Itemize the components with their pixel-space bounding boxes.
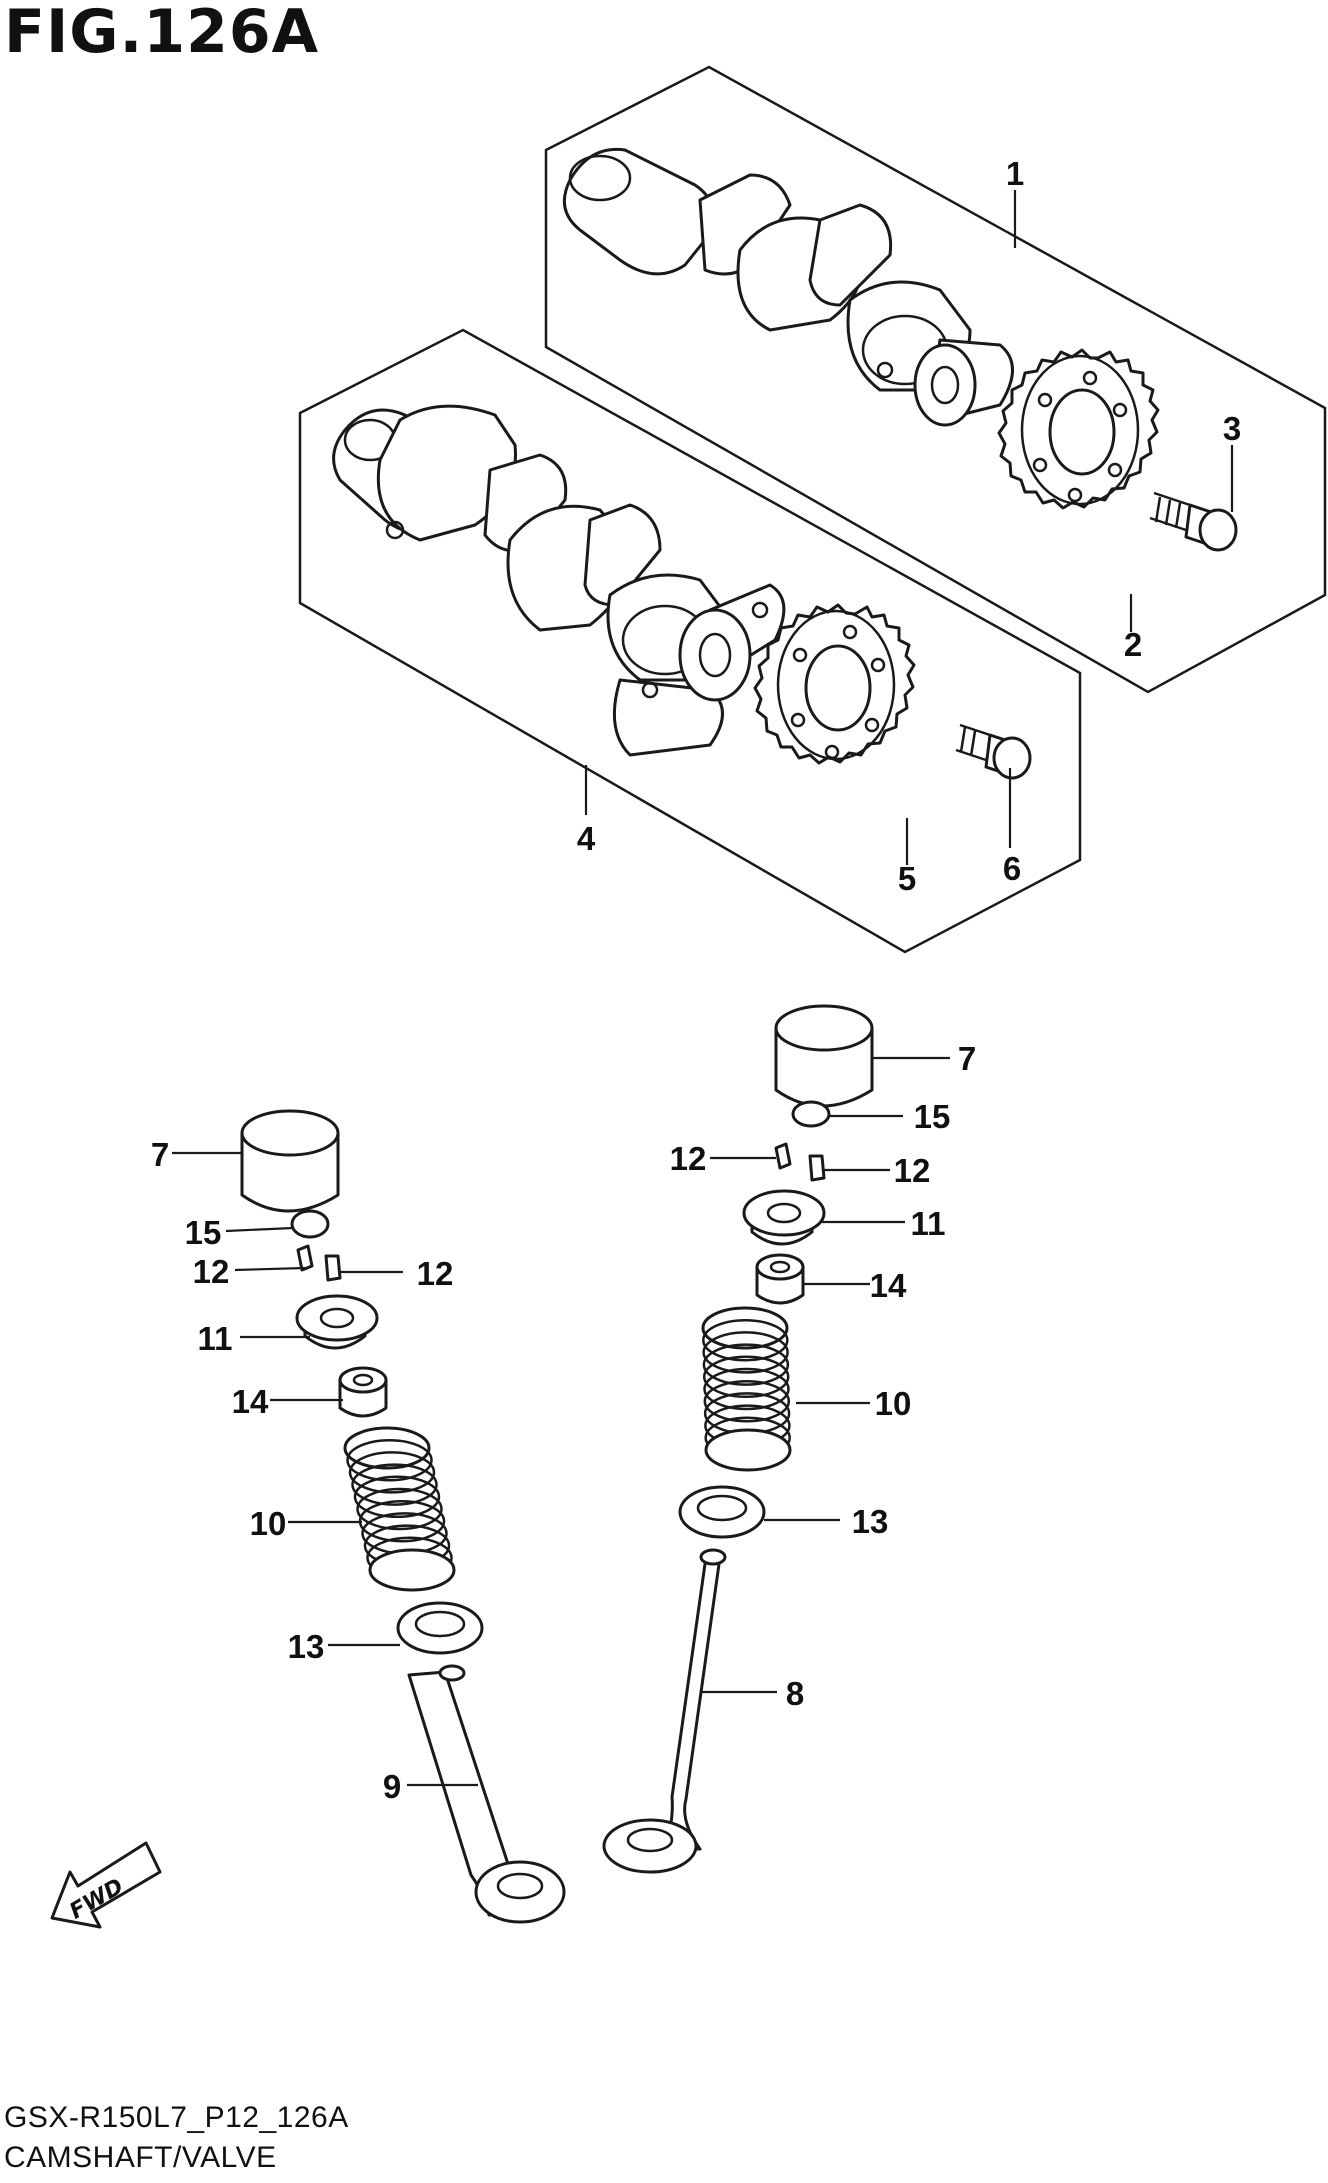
spring-coil: [702, 1343, 790, 1386]
fwd-arrow-icon: FWD: [50, 1841, 162, 1929]
valve-lifter-right: [774, 1004, 874, 1108]
seal-left: [338, 1366, 388, 1418]
camshaft-4: [332, 404, 786, 757]
callout-left-14: 14: [232, 1383, 269, 1420]
callout-right-10: 10: [875, 1385, 912, 1422]
spring-coil: [703, 1392, 791, 1435]
callout-1: 1: [1006, 155, 1024, 192]
callout-right-7: 7: [958, 1040, 976, 1077]
cam-sprocket-5: [753, 603, 916, 765]
seal-right: [755, 1253, 805, 1305]
spring-coil: [356, 1487, 443, 1531]
spring-coil: [353, 1475, 441, 1519]
cotter-right-b: [808, 1154, 826, 1182]
drawing-name: CAMSHAFT/VALVE: [4, 2141, 277, 2174]
callout-right-15: 15: [914, 1098, 951, 1135]
spring-coil: [351, 1463, 438, 1506]
valve-right: [602, 1548, 727, 1874]
callout-right-13: 13: [852, 1503, 889, 1540]
valve-left: [407, 1664, 566, 1924]
spring-coil: [368, 1548, 456, 1592]
seat-right: [678, 1485, 766, 1539]
bolt-6: [955, 723, 1032, 780]
retainer-left: [295, 1294, 379, 1350]
callout-left-11: 11: [198, 1320, 233, 1357]
drawing-code: GSX-R150L7_P12_126A: [4, 2101, 349, 2134]
shim-left: [290, 1209, 330, 1239]
spring-coil: [702, 1318, 789, 1362]
callout-labels: 1 2 3 4 5 6 7 15 12 12 11 14 10 13 9 7 1…: [151, 155, 1241, 1805]
valve-lifter-left: [240, 1109, 340, 1213]
spring-coil: [348, 1451, 436, 1494]
callout-6: 6: [1003, 850, 1021, 887]
callout-left-15: 15: [185, 1214, 222, 1251]
retainer-right: [742, 1189, 826, 1246]
callout-left-7: 7: [151, 1136, 169, 1173]
spring-right: [701, 1306, 792, 1472]
callout-5: 5: [898, 860, 916, 897]
left-valve-stack: [240, 1109, 566, 1924]
callout-left-12b: 12: [417, 1255, 454, 1292]
figure-title: FIG.126A: [4, 0, 320, 67]
callout-left-13: 13: [288, 1628, 325, 1665]
callout-2: 2: [1124, 626, 1142, 663]
spring-coil: [703, 1379, 791, 1423]
callout-3: 3: [1223, 410, 1241, 447]
shim-right: [791, 1100, 831, 1128]
bolt-3: [1149, 491, 1238, 552]
callout-left-10: 10: [250, 1505, 287, 1542]
callout-left-9: 9: [383, 1768, 401, 1805]
callout-right-12a: 12: [670, 1140, 707, 1177]
group-box-1: [544, 65, 1327, 694]
cotter-left-a: [296, 1244, 314, 1272]
right-valve-stack: [602, 1004, 874, 1874]
callout-4: 4: [577, 820, 596, 857]
seat-left: [396, 1601, 484, 1655]
spring-coil: [702, 1355, 790, 1399]
callout-right-12b: 12: [894, 1152, 931, 1189]
cotter-right-a: [774, 1142, 792, 1170]
callout-left-12a: 12: [193, 1253, 230, 1290]
spring-coil: [701, 1306, 789, 1350]
cotter-left-b: [324, 1254, 342, 1282]
spring-coil: [704, 1428, 792, 1472]
spring-left: [343, 1426, 456, 1592]
spring-coil: [703, 1367, 790, 1411]
camshaft-1: [562, 147, 1014, 427]
cam-sprocket-2: [997, 348, 1160, 510]
callout-right-8: 8: [786, 1675, 804, 1712]
callout-right-11: 11: [911, 1205, 946, 1242]
leader-lines: [172, 190, 1234, 1787]
group-box-4: [298, 328, 1082, 954]
callout-right-14: 14: [870, 1267, 907, 1304]
spring-coil: [346, 1438, 433, 1482]
spring-coil: [702, 1331, 789, 1374]
